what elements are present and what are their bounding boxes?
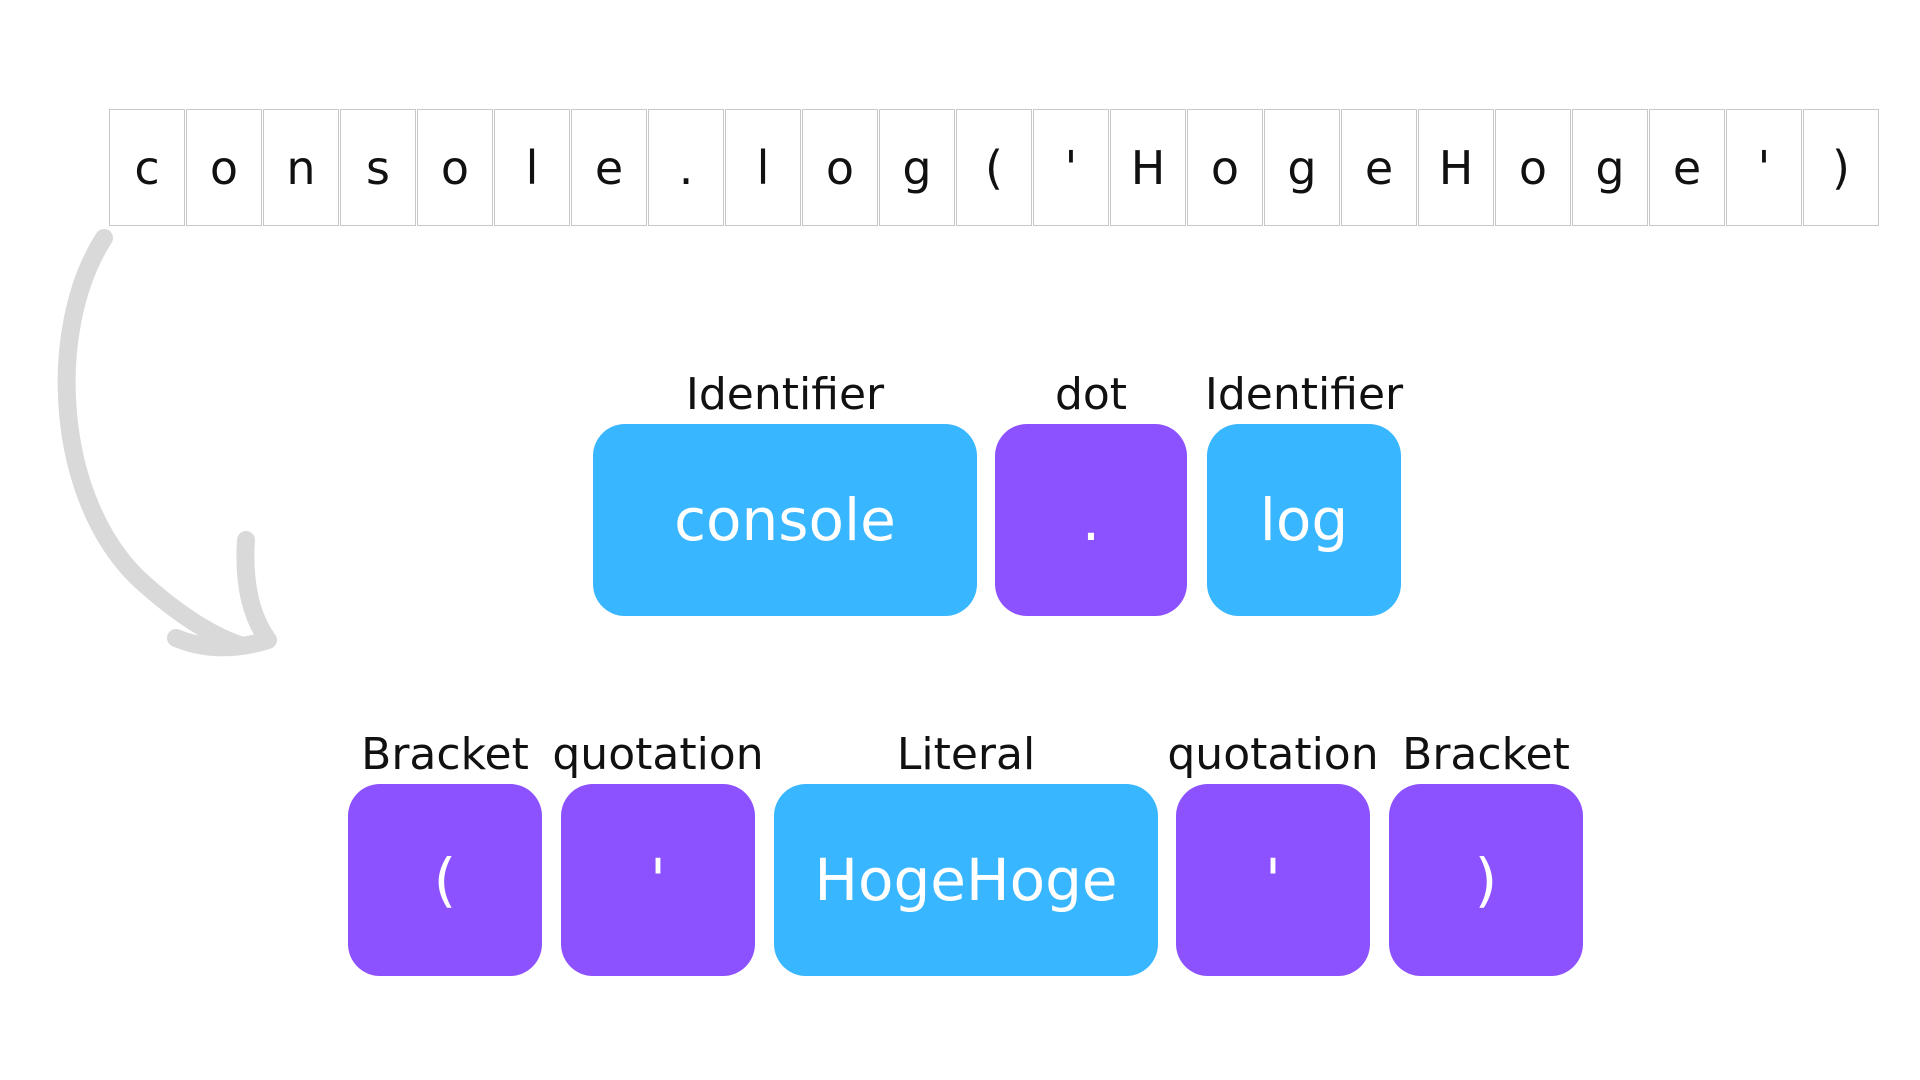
token-type-label: quotation	[552, 729, 764, 780]
token-type-label: quotation	[1167, 729, 1379, 780]
arrow-shaft	[57, 229, 249, 654]
token-type-label: Identifier	[1204, 369, 1404, 420]
source-char-cell: (	[956, 109, 1032, 226]
token-type-label: Bracket	[1402, 729, 1570, 780]
token-close-quotation: quotation '	[1167, 730, 1379, 976]
source-char-cell: g	[1264, 109, 1340, 226]
token-open-quotation: quotation '	[552, 730, 764, 976]
source-char-cell: o	[1495, 109, 1571, 226]
token-log: Identifier log	[1205, 370, 1403, 616]
token-open-bracket: Bracket (	[348, 730, 542, 976]
source-char-cell: .	[648, 109, 724, 226]
curved-arrow-icon	[57, 229, 277, 657]
source-char-cell: e	[571, 109, 647, 226]
token-console: Identifier console	[593, 370, 977, 616]
source-char-cell: o	[186, 109, 262, 226]
token-box: )	[1389, 784, 1583, 976]
token-box: log	[1207, 424, 1401, 616]
token-box: .	[995, 424, 1187, 616]
source-char-cell: c	[109, 109, 185, 226]
token-box: '	[1176, 784, 1370, 976]
source-char-cell: g	[879, 109, 955, 226]
token-type-label: Literal	[896, 729, 1036, 780]
source-char-cell: '	[1726, 109, 1802, 226]
source-char-cell: o	[1187, 109, 1263, 226]
source-char-cell: e	[1649, 109, 1725, 226]
source-char-cell: n	[263, 109, 339, 226]
source-char-cell: H	[1418, 109, 1494, 226]
source-char-cell: )	[1803, 109, 1879, 226]
source-char-cell: g	[1572, 109, 1648, 226]
source-char-cell: s	[340, 109, 416, 226]
token-literal: Literal HogeHoge	[774, 730, 1158, 976]
source-char-cell: H	[1110, 109, 1186, 226]
token-box: (	[348, 784, 542, 976]
source-char-cell: e	[1341, 109, 1417, 226]
token-type-label: dot	[1054, 369, 1128, 420]
arrow-head	[167, 531, 277, 657]
source-char-cell: l	[725, 109, 801, 226]
source-char-cell: l	[494, 109, 570, 226]
token-box: '	[561, 784, 755, 976]
token-box: console	[593, 424, 977, 616]
token-dot: dot .	[995, 370, 1187, 616]
token-type-label: Bracket	[361, 729, 529, 780]
token-box: HogeHoge	[774, 784, 1158, 976]
token-close-bracket: Bracket )	[1389, 730, 1583, 976]
source-char-cell: '	[1033, 109, 1109, 226]
token-type-label: Identifier	[685, 369, 885, 420]
source-char-cell: o	[417, 109, 493, 226]
source-char-cell: o	[802, 109, 878, 226]
